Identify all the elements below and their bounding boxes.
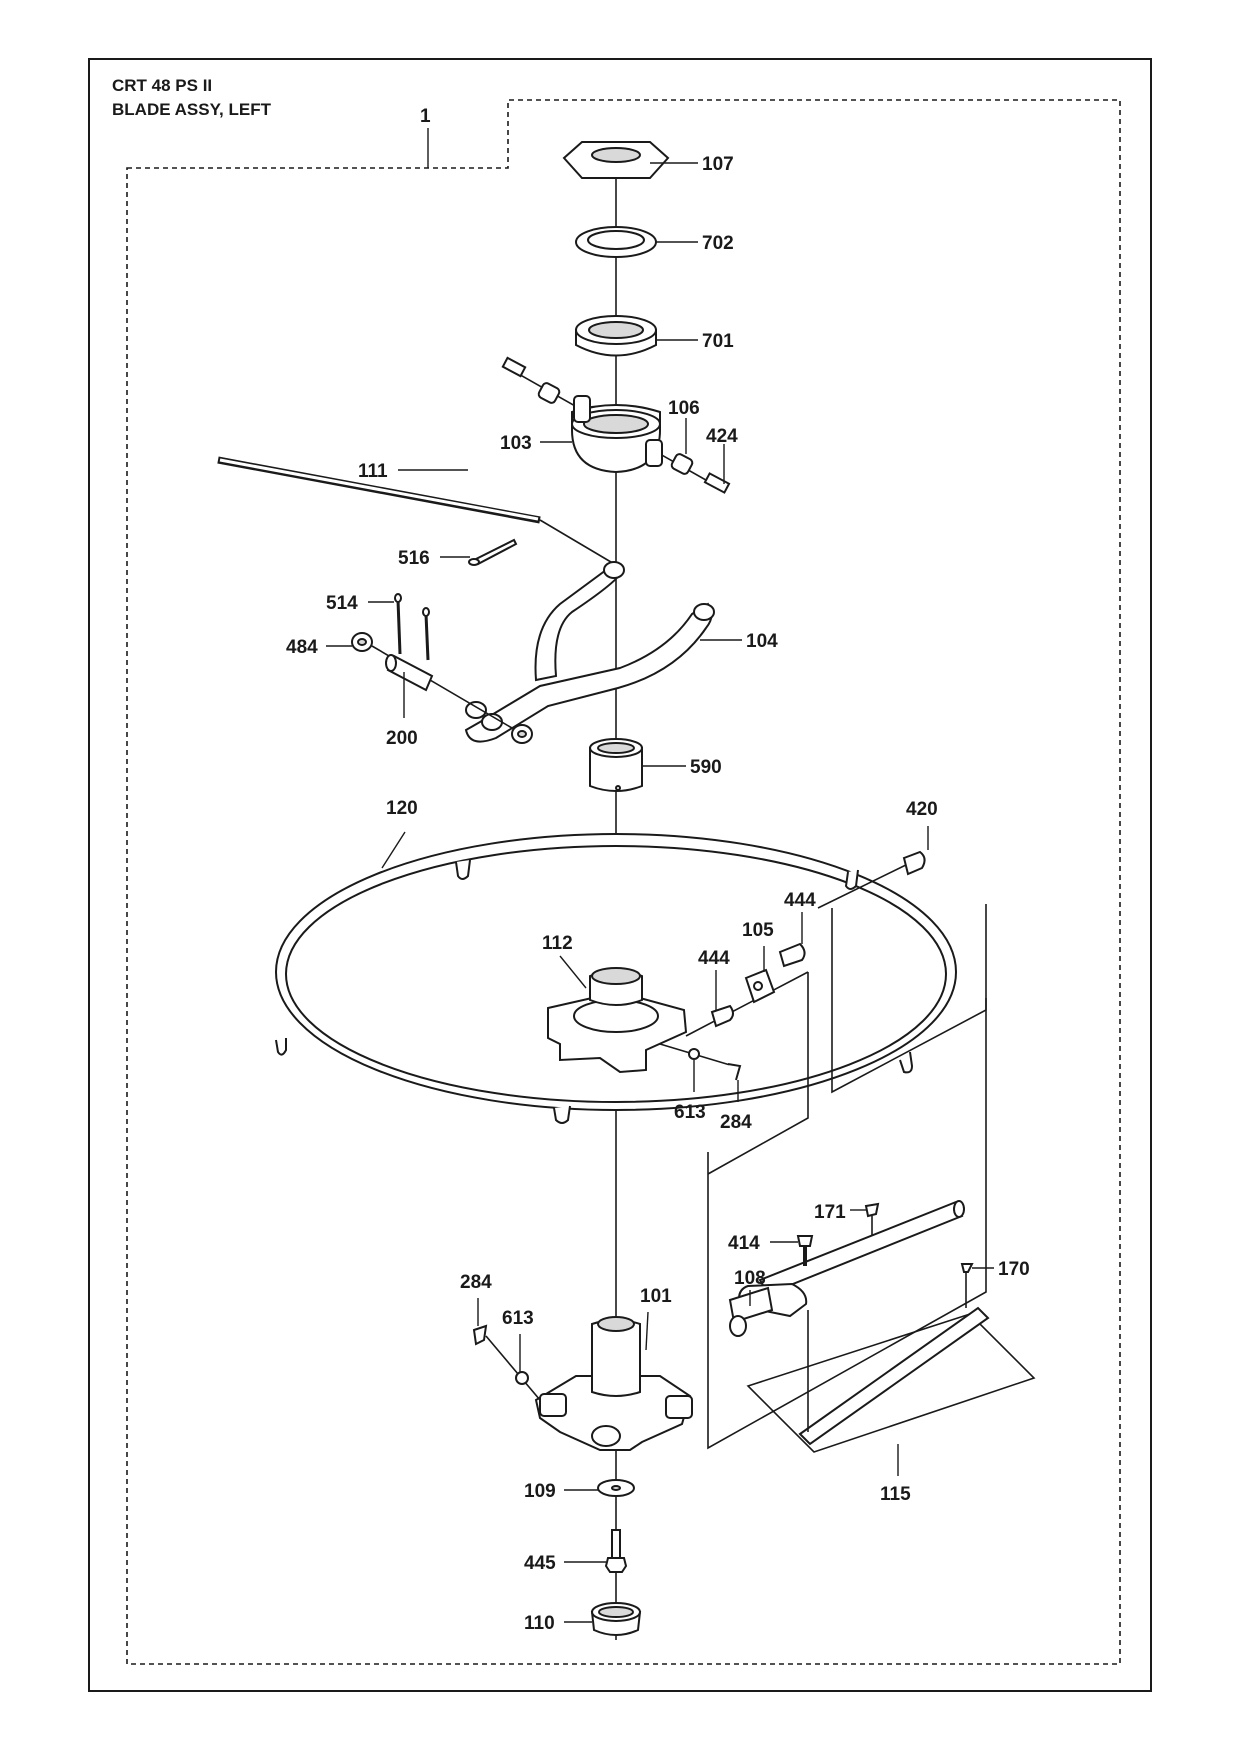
callout-445: 445 xyxy=(524,1553,556,1574)
callout-111: 111 xyxy=(358,461,388,482)
part-516-cotter-pin xyxy=(440,538,518,566)
assembly-title: BLADE ASSY, LEFT xyxy=(112,100,271,119)
callout-115: 115 xyxy=(880,1484,911,1505)
callout-284-lower: 284 xyxy=(460,1272,492,1293)
assembly-boundary xyxy=(126,99,1121,1665)
callout-110: 110 xyxy=(524,1613,555,1634)
part-108-spindle-arm xyxy=(728,1200,965,1432)
part-514-cotter-pins xyxy=(368,593,430,661)
callout-702: 702 xyxy=(702,233,734,254)
part-112-hub xyxy=(547,955,688,1074)
callout-444-lower: 444 xyxy=(698,948,730,969)
callout-444-upper: 444 xyxy=(784,890,816,911)
part-101-lower-hub xyxy=(534,1311,693,1451)
callout-414: 414 xyxy=(728,1233,760,1254)
callout-613-upper: 613 xyxy=(674,1102,706,1123)
callout-101: 101 xyxy=(640,1286,672,1307)
callout-424: 424 xyxy=(706,426,738,447)
callout-590: 590 xyxy=(690,757,722,778)
callout-516: 516 xyxy=(398,548,430,569)
callout-103: 103 xyxy=(500,433,532,454)
part-171-screw xyxy=(850,1202,880,1236)
callout-170: 170 xyxy=(998,1259,1030,1280)
callout-107: 107 xyxy=(702,154,734,175)
part-444-screws xyxy=(710,912,806,1028)
callout-120: 120 xyxy=(386,798,418,819)
callout-109: 109 xyxy=(524,1481,556,1502)
part-105-clamp xyxy=(685,946,809,1037)
callout-108: 108 xyxy=(734,1268,766,1289)
part-702-washer xyxy=(575,226,698,258)
section-outlines xyxy=(707,904,987,1450)
callout-200: 200 xyxy=(386,728,418,749)
part-107-hex-nut xyxy=(562,141,698,179)
drawing-frame xyxy=(88,58,1152,1692)
callout-613-lower: 613 xyxy=(502,1308,534,1329)
part-110-cap xyxy=(564,1602,642,1636)
part-590-bushing xyxy=(589,738,686,792)
part-414-bolt xyxy=(770,1235,814,1266)
callout-112: 112 xyxy=(542,933,573,954)
callout-171: 171 xyxy=(814,1202,846,1223)
callout-701: 701 xyxy=(702,331,734,352)
part-170-screw xyxy=(960,1263,994,1308)
part-420-bolt xyxy=(817,826,929,909)
title-block: CRT 48 PS II BLADE ASSY, LEFT xyxy=(112,74,271,122)
part-284-613-lower xyxy=(472,1298,541,1401)
part-613-284-upper xyxy=(659,1043,742,1102)
callout-484: 484 xyxy=(286,637,318,658)
callout-104: 104 xyxy=(746,631,778,652)
callout-105: 105 xyxy=(742,920,774,941)
part-115-blade xyxy=(746,1306,1036,1476)
part-445-bolt xyxy=(564,1529,628,1573)
part-109-washer xyxy=(564,1479,635,1497)
part-111-pivot-pin xyxy=(217,456,617,566)
part-104-a-arm xyxy=(464,561,742,743)
model-name: CRT 48 PS II xyxy=(112,76,213,95)
part-200-pin xyxy=(385,654,434,718)
callout-106: 106 xyxy=(668,398,700,419)
callout-1: 1 xyxy=(420,106,431,127)
callout-420: 420 xyxy=(906,799,938,820)
part-103-bearing-housing xyxy=(501,356,731,494)
callout-514: 514 xyxy=(326,593,358,614)
callout-284-upper: 284 xyxy=(720,1112,752,1133)
part-484-washers xyxy=(326,632,533,744)
part-701-bearing xyxy=(575,315,698,357)
